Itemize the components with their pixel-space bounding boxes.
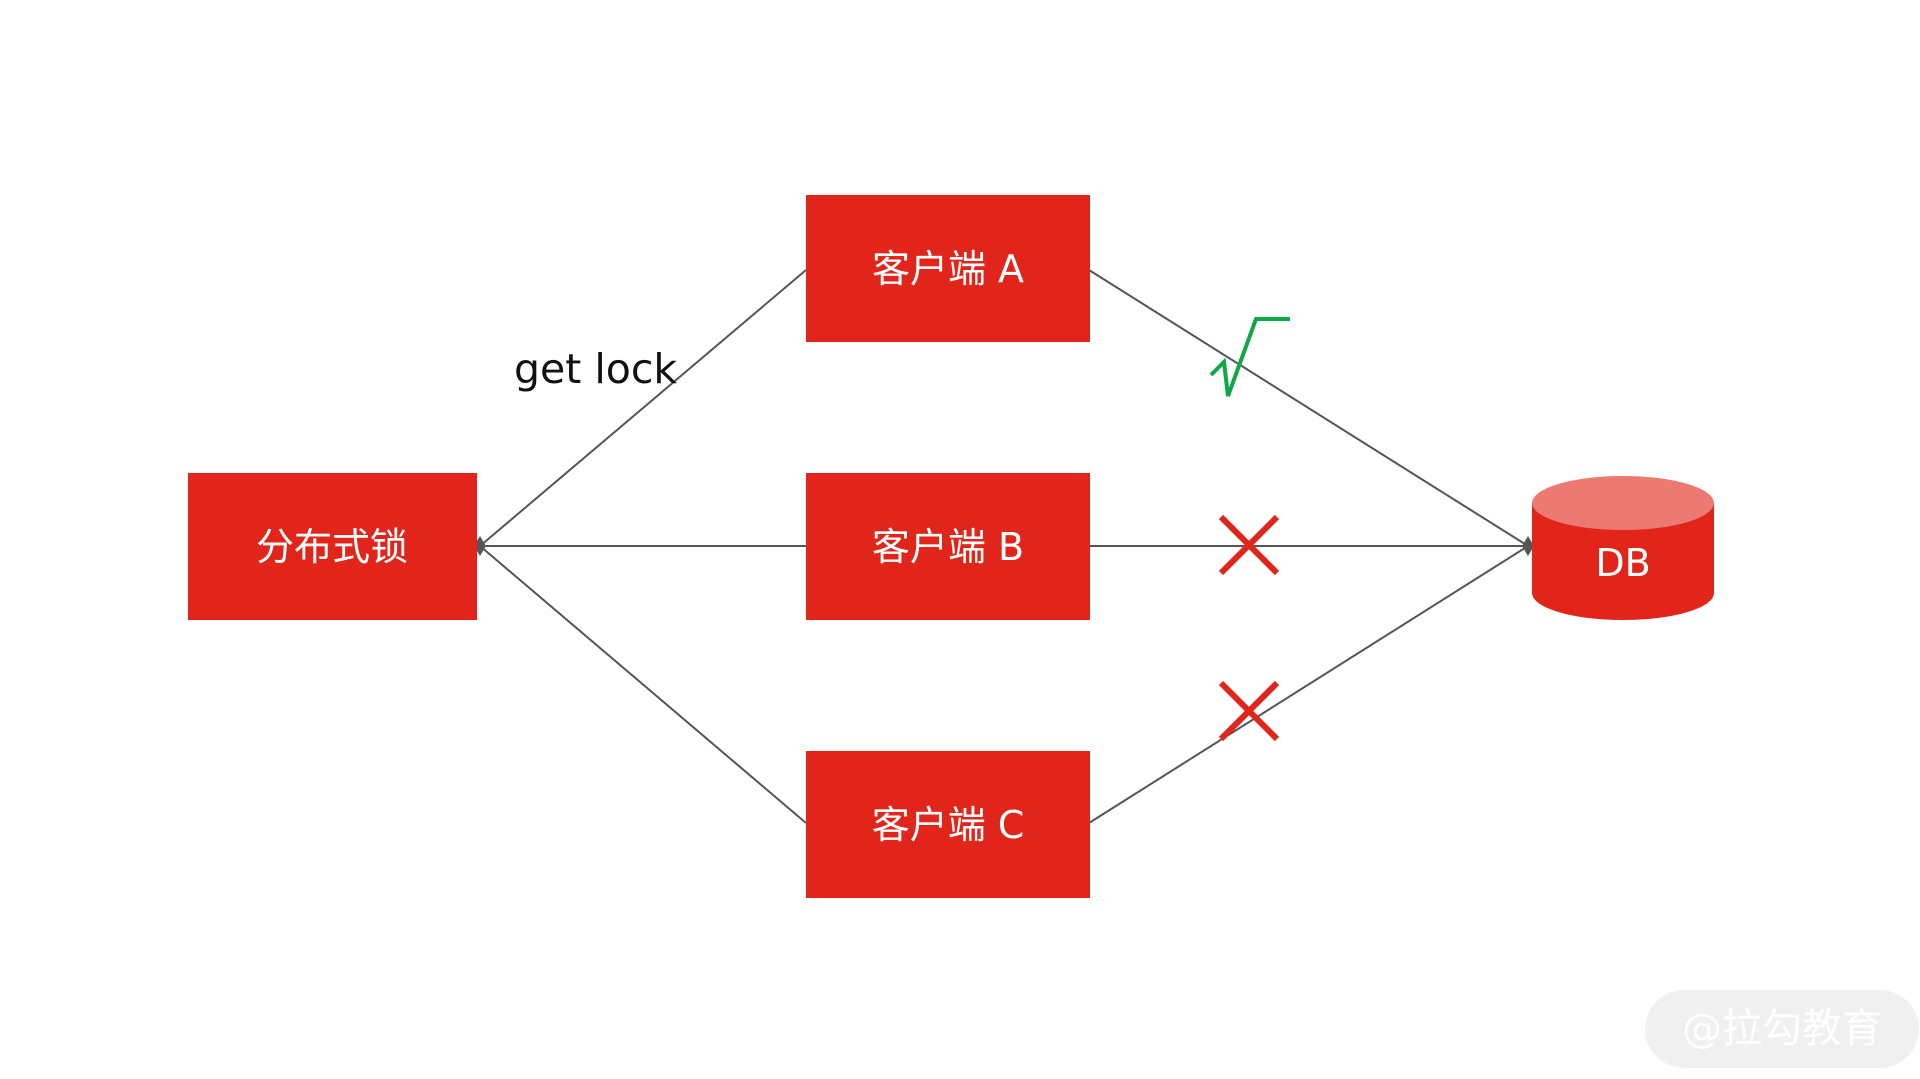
database-label: DB bbox=[1595, 541, 1650, 585]
watermark-badge: @拉勾教育 bbox=[1645, 990, 1919, 1068]
client-node-b: 客户端 B bbox=[806, 473, 1090, 620]
lock-node: 分布式锁 bbox=[188, 473, 477, 620]
failure-cross-icon-b bbox=[1218, 514, 1280, 576]
failure-cross-icon-c bbox=[1218, 680, 1280, 742]
lock-node-box bbox=[188, 473, 477, 620]
client-a-box bbox=[806, 195, 1090, 342]
edge-client-a-to-db bbox=[1088, 269, 1529, 547]
client-node-c: 客户端 C bbox=[806, 751, 1090, 898]
edge-label-get-lock: get lock bbox=[514, 345, 677, 393]
client-to-db-edges bbox=[1088, 269, 1529, 824]
success-checkmark-icon bbox=[1209, 317, 1290, 397]
edge-lock-to-client-c bbox=[479, 545, 807, 824]
database-node: DB bbox=[1532, 476, 1714, 620]
edge-lock-to-client-a bbox=[479, 269, 807, 547]
client-b-label: 客户端 B bbox=[872, 525, 1024, 569]
edge-client-c-to-db bbox=[1088, 545, 1529, 824]
client-c-box bbox=[806, 751, 1090, 898]
db-edge-diamond-icon bbox=[1522, 536, 1534, 556]
lock-to-client-edges bbox=[479, 269, 807, 824]
client-c-label: 客户端 C bbox=[872, 803, 1025, 847]
client-a-label: 客户端 A bbox=[872, 247, 1024, 291]
client-b-box bbox=[806, 473, 1090, 620]
database-cylinder-top bbox=[1532, 476, 1714, 530]
client-node-a: 客户端 A bbox=[806, 195, 1090, 342]
database-cylinder-body bbox=[1532, 503, 1714, 620]
lock-node-label: 分布式锁 bbox=[256, 525, 408, 569]
